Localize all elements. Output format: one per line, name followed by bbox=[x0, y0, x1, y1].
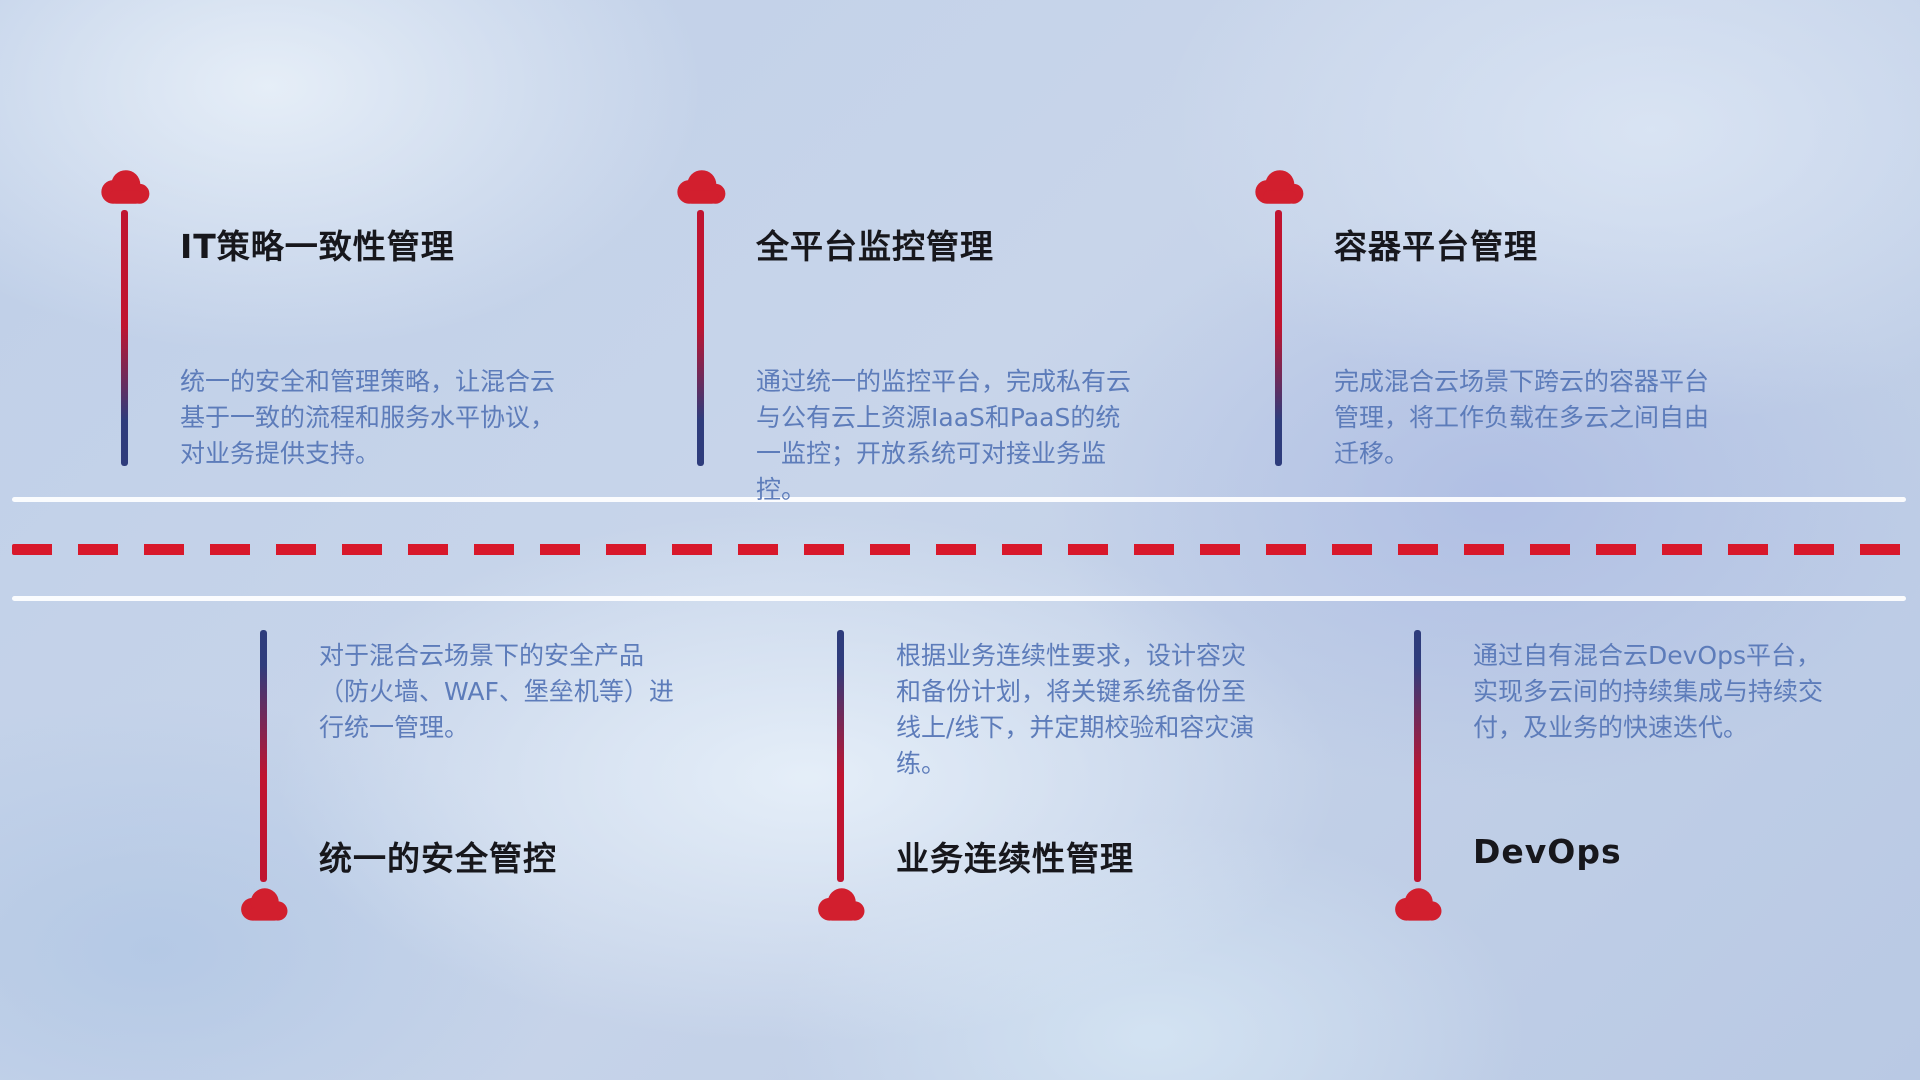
feature-title: IT策略一致性管理 bbox=[180, 227, 455, 266]
divider-white-bottom bbox=[12, 596, 1906, 601]
feature-description: 完成混合云场景下跨云的容器平台管理，将工作负载在多云之间自由迁移。 bbox=[1334, 367, 1710, 468]
cloud-icon bbox=[1249, 168, 1307, 205]
connector-line bbox=[696, 210, 704, 466]
connector-line bbox=[259, 630, 267, 882]
connector-line bbox=[1413, 630, 1421, 882]
cloud-icon bbox=[235, 886, 291, 922]
connector-line bbox=[836, 630, 844, 882]
feature-title: 业务连续性管理 bbox=[896, 839, 1134, 878]
feature-monitoring: 全平台监控管理 通过统一的监控平台，完成私有云与公有云上资源IaaS和PaaS的… bbox=[677, 168, 1160, 504]
feature-title: 全平台监控管理 bbox=[756, 227, 994, 266]
feature-business-continuity: 根据业务连续性要求，设计容灾和备份计划，将关键系统备份至线上/线下，并定期校验和… bbox=[818, 630, 1300, 970]
feature-devops: 通过自有混合云DevOps平台，实现多云间的持续集成与持续交付，及业务的快速迭代… bbox=[1395, 630, 1877, 970]
feature-title: 容器平台管理 bbox=[1334, 227, 1538, 266]
divider-dashed-red bbox=[12, 544, 1906, 555]
cloud-icon bbox=[812, 886, 868, 922]
feature-title: DevOps bbox=[1473, 832, 1622, 871]
feature-description: 根据业务连续性要求，设计容灾和备份计划，将关键系统备份至线上/线下，并定期校验和… bbox=[896, 641, 1255, 778]
feature-it-policy: IT策略一致性管理 统一的安全和管理策略，让混合云基于一致的流程和服务水平协议，… bbox=[101, 168, 584, 488]
feature-description: 通过统一的监控平台，完成私有云与公有云上资源IaaS和PaaS的统一监控；开放系… bbox=[756, 367, 1132, 504]
feature-title: 统一的安全管控 bbox=[319, 839, 557, 878]
feature-container-platform: 容器平台管理 完成混合云场景下跨云的容器平台管理，将工作负载在多云之间自由迁移。 bbox=[1255, 168, 1738, 488]
cloud-icon bbox=[671, 168, 729, 205]
connector-line bbox=[1274, 210, 1282, 466]
connector-line bbox=[120, 210, 128, 466]
cloud-icon bbox=[1389, 886, 1445, 922]
feature-description: 统一的安全和管理策略，让混合云基于一致的流程和服务水平协议，对业务提供支持。 bbox=[180, 367, 556, 468]
divider-white-top bbox=[12, 497, 1906, 502]
feature-description: 通过自有混合云DevOps平台，实现多云间的持续集成与持续交付，及业务的快速迭代… bbox=[1473, 641, 1824, 742]
feature-description: 对于混合云场景下的安全产品（防火墙、WAF、堡垒机等）进行统一管理。 bbox=[319, 641, 674, 742]
cloud-icon bbox=[95, 168, 153, 205]
feature-security-control: 对于混合云场景下的安全产品（防火墙、WAF、堡垒机等）进行统一管理。 统一的安全… bbox=[241, 630, 723, 970]
